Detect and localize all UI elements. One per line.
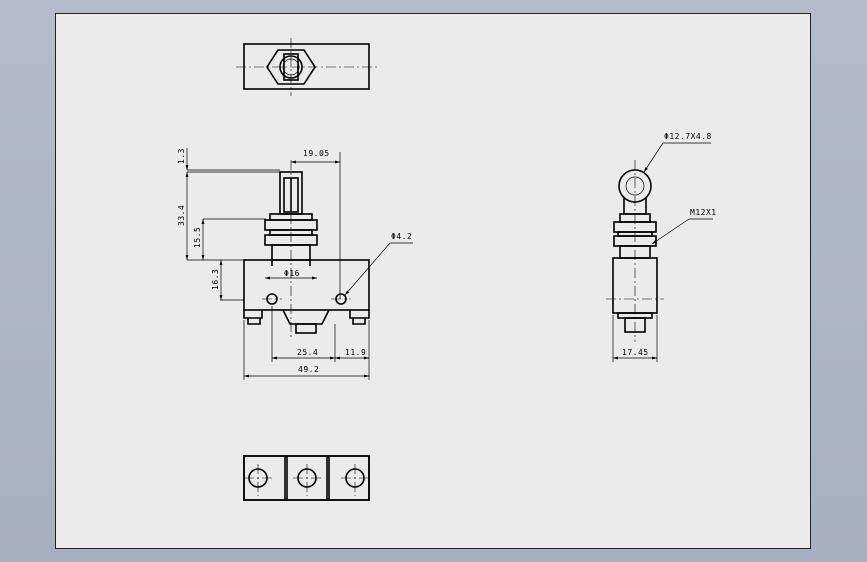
dim-25-4: 25.4 [297,348,318,357]
dim-15-5: 15.5 [193,227,202,248]
dim-49-2: 49.2 [298,365,319,374]
dim-11-9: 11.9 [345,348,366,357]
drawing-sheet [55,13,811,549]
dim-16-3: 16.3 [211,269,220,290]
dim-phi-12-7x4-8: Φ12.7X4.8 [664,132,712,141]
dim-19-05: 19.05 [303,149,330,158]
dim-m12x1: M12X1 [690,208,717,217]
switch-body [243,259,370,311]
bottom-view [243,455,370,501]
side-view-dimensions: Φ12.7X4.8 M12X1 17.45 [612,132,717,362]
dim-33-4: 33.4 [177,205,186,226]
dim-1-3: 1.3 [177,148,186,164]
terminal-middle [286,455,328,501]
front-view [243,160,370,340]
dim-phi-4-2: Φ4.2 [391,232,412,241]
dim-phi-16: Φ16 [284,269,300,278]
front-view-dimensions: 1.3 33.4 15.5 16.3 19.05 Φ4.2 Φ16 25.4 1… [177,148,413,380]
side-view [606,160,664,342]
top-view [236,38,377,96]
dim-17-45: 17.45 [622,348,649,357]
top-view-body [243,43,370,90]
